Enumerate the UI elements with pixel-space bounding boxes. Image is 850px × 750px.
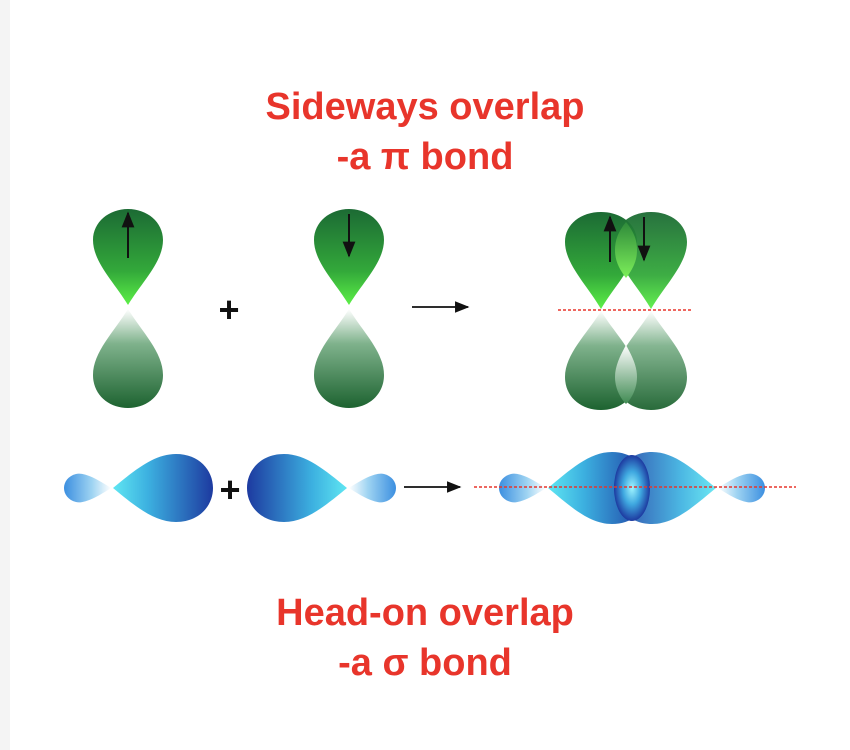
- p-orbital-b-bottom-lobe: [314, 309, 384, 408]
- sigma-result-left-small-lobe: [499, 473, 546, 503]
- sigma-title-line2: -a σ bond: [338, 642, 512, 684]
- plus-icon: +: [218, 289, 239, 330]
- sigma-orbital-b: [247, 454, 396, 522]
- sigma-title-line1: Head-on overlap: [276, 592, 574, 634]
- p-orbital-a-bottom-lobe: [93, 309, 163, 408]
- p-orbital-a: [93, 209, 163, 408]
- sigma-result-right-small-lobe: [718, 473, 765, 503]
- sigma-bond-result: [474, 452, 796, 524]
- p-orbital-b: [314, 209, 384, 408]
- sigma-bond-title: Head-on overlap -a σ bond: [0, 588, 850, 688]
- sigma-orbital-b-small-lobe: [349, 473, 396, 503]
- pi-title-line1: Sideways overlap: [265, 86, 585, 128]
- sigma-orbital-a-big-lobe: [113, 454, 213, 522]
- sigma-orbital-a-small-lobe: [64, 473, 111, 503]
- sigma-result-overlap-region: [614, 455, 650, 521]
- sigma-orbital-a: [64, 454, 213, 522]
- left-edge-strip: [0, 0, 10, 750]
- pi-bond-result: [558, 212, 692, 410]
- sigma-orbital-b-big-lobe: [247, 454, 347, 522]
- pi-result-bottom-overlap: [615, 345, 637, 404]
- pi-result-top-overlap: [615, 222, 637, 278]
- sigma-plus-icon: +: [219, 469, 240, 510]
- pi-bond-title: Sideways overlap -a π bond: [0, 82, 850, 182]
- pi-title-line2: -a π bond: [336, 136, 514, 178]
